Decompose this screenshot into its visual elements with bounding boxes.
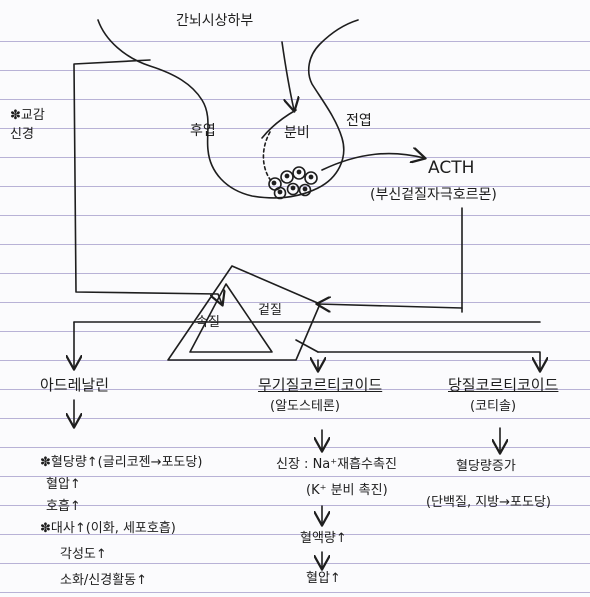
sympathetic-nerve-label: ✽교감 신경 [10,108,45,142]
lobe-boundary [262,131,273,183]
hypothalamus-arrow [281,41,294,110]
cortex-label: 겉질 [258,303,282,318]
epinephrine-effect: ✽대사↑(이화, 세포호흡) [40,521,176,536]
secretion-label: 분비 [284,125,310,141]
acth-arrow [321,154,424,171]
epinephrine-effect: ✽혈당량↑(글리코젠→포도당) [40,455,203,470]
mineralocorticoid-subtitle: (알도스테론) [270,399,340,414]
acth-description: (부신겉질자극호르몬) [370,187,497,203]
glucocorticoid-effect: (단백질, 지방→포도당) [426,495,551,510]
epinephrine-effect: 호흡↑ [46,499,81,514]
adrenal-inner [189,283,273,353]
epinephrine-title: 아드레날린 [40,376,110,394]
mineralocorticoid-effect: 신장 : Na⁺재흡수촉진 [276,457,397,472]
acth-to-cortex [318,304,463,308]
glucocorticoid-effect: 혈당량증가 [456,459,516,474]
branch-gluco [317,351,540,370]
hypothalamus-label: 간뇌시상하부 [176,13,254,29]
secretory-cells [268,166,318,200]
mineralocorticoid-effect: (K⁺ 분비 촉진) [306,483,388,498]
epinephrine-effect: 각성도↑ [60,547,107,562]
glucocorticoid-title: 당질코르티코이드 [448,376,559,394]
medulla-label: 속질 [196,315,220,330]
adrenal-outer [167,265,321,361]
anterior-lobe-label: 전엽 [346,113,372,129]
mineralocorticoid-effect: 혈압↑ [306,571,341,586]
glucocorticoid-subtitle: (코티솔) [470,399,517,414]
mineralocorticoid-effect: 혈액량↑ [300,531,347,546]
mineralocorticoid-title: 무기질코르티코이드 [258,376,383,394]
epinephrine-effect: 혈압↑ [46,477,81,492]
posterior-lobe-label: 후엽 [190,123,216,139]
brain-outline [97,19,359,199]
acth-title: ACTH [428,158,475,178]
epinephrine-effect: 소화/신경활동↑ [60,573,148,588]
